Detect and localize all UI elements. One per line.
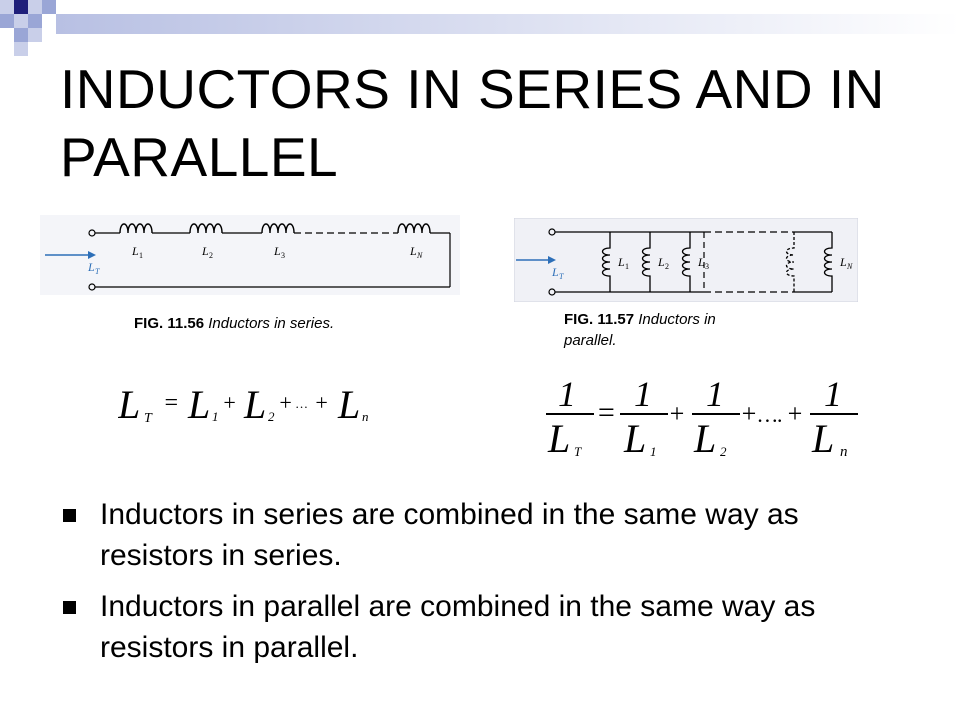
series-label-l2: L bbox=[201, 244, 209, 258]
series-label-l3: L bbox=[273, 244, 281, 258]
svg-text:1: 1 bbox=[634, 374, 652, 414]
bullet-item: Inductors in parallel are combined in th… bbox=[60, 586, 920, 668]
corner-decoration bbox=[0, 0, 80, 60]
svg-text:T: T bbox=[95, 267, 100, 276]
bullet-square-icon bbox=[63, 509, 76, 522]
svg-text:=: = bbox=[596, 396, 616, 429]
svg-text:L: L bbox=[811, 416, 834, 461]
bullet-item: Inductors in series are combined in the … bbox=[60, 494, 920, 576]
svg-text:….: …. bbox=[758, 402, 783, 427]
series-figure-number: FIG. 11.56 bbox=[134, 315, 205, 332]
bullet-square-icon bbox=[63, 601, 76, 614]
svg-text:2: 2 bbox=[209, 251, 213, 260]
parallel-label-ln: L bbox=[839, 255, 847, 269]
svg-text:…: … bbox=[296, 396, 308, 411]
svg-text:1: 1 bbox=[706, 374, 724, 414]
series-equation: L T = L 1 + L 2 + … + L n bbox=[117, 380, 398, 430]
svg-text:+: + bbox=[314, 390, 329, 415]
svg-text:T: T bbox=[559, 272, 564, 281]
series-circuit-figure: L T L 1 L 2 L 3 L N bbox=[40, 215, 460, 295]
top-gradient-bar bbox=[56, 14, 960, 34]
svg-text:+: + bbox=[740, 399, 758, 428]
parallel-figure-caption: FIG. 11.57 Inductors in parallel. bbox=[564, 309, 754, 351]
svg-text:3: 3 bbox=[281, 251, 285, 260]
bullet-text: Inductors in parallel are combined in th… bbox=[100, 590, 816, 664]
bullet-text: Inductors in series are combined in the … bbox=[100, 498, 799, 572]
svg-text:3: 3 bbox=[705, 262, 709, 271]
svg-text:+: + bbox=[222, 390, 237, 415]
series-current-label: L bbox=[87, 260, 95, 274]
series-label-ln: L bbox=[409, 244, 417, 258]
svg-text:N: N bbox=[846, 262, 853, 271]
series-label-l1: L bbox=[131, 244, 139, 258]
svg-text:1: 1 bbox=[139, 251, 143, 260]
svg-text:N: N bbox=[416, 251, 423, 260]
svg-text:=: = bbox=[163, 390, 179, 416]
svg-text:1: 1 bbox=[824, 374, 842, 414]
svg-text:+: + bbox=[278, 390, 293, 415]
svg-text:n: n bbox=[840, 444, 848, 460]
parallel-circuit-figure: L T L 1 L 2 L 3 L N bbox=[513, 217, 859, 303]
svg-text:2: 2 bbox=[268, 409, 275, 424]
svg-text:L: L bbox=[187, 382, 210, 427]
svg-text:+: + bbox=[786, 399, 804, 428]
svg-text:T: T bbox=[144, 411, 153, 426]
svg-text:L: L bbox=[547, 416, 570, 461]
svg-text:L: L bbox=[693, 416, 716, 461]
svg-text:L: L bbox=[243, 382, 266, 427]
parallel-figure-number: FIG. 11.57 bbox=[564, 311, 635, 328]
parallel-label-l1: L bbox=[617, 255, 625, 269]
svg-text:2: 2 bbox=[665, 262, 669, 271]
svg-text:1: 1 bbox=[212, 409, 219, 424]
svg-text:L: L bbox=[118, 382, 140, 427]
parallel-label-l3: L bbox=[697, 255, 705, 269]
series-figure-text: Inductors in series. bbox=[208, 315, 335, 332]
slide-title: INDUCTORS IN SERIES AND IN PARALLEL bbox=[60, 58, 885, 188]
svg-text:+: + bbox=[668, 399, 686, 428]
svg-text:1: 1 bbox=[625, 262, 629, 271]
svg-text:L: L bbox=[623, 416, 646, 461]
parallel-current-label: L bbox=[551, 265, 559, 279]
svg-text:1: 1 bbox=[558, 374, 576, 414]
parallel-label-l2: L bbox=[657, 255, 665, 269]
svg-text:1: 1 bbox=[650, 444, 657, 459]
parallel-equation: 1 L T = 1 L 1 + 1 L 2 + …. + 1 L n bbox=[544, 372, 864, 462]
bullet-list: Inductors in series are combined in the … bbox=[60, 494, 920, 678]
svg-text:T: T bbox=[574, 444, 582, 459]
svg-text:n: n bbox=[362, 409, 369, 424]
svg-text:L: L bbox=[337, 382, 360, 427]
svg-text:2: 2 bbox=[720, 444, 727, 459]
parallel-figure-text: Inductors in parallel. bbox=[564, 311, 716, 349]
series-figure-caption: FIG. 11.56 Inductors in series. bbox=[134, 313, 354, 334]
